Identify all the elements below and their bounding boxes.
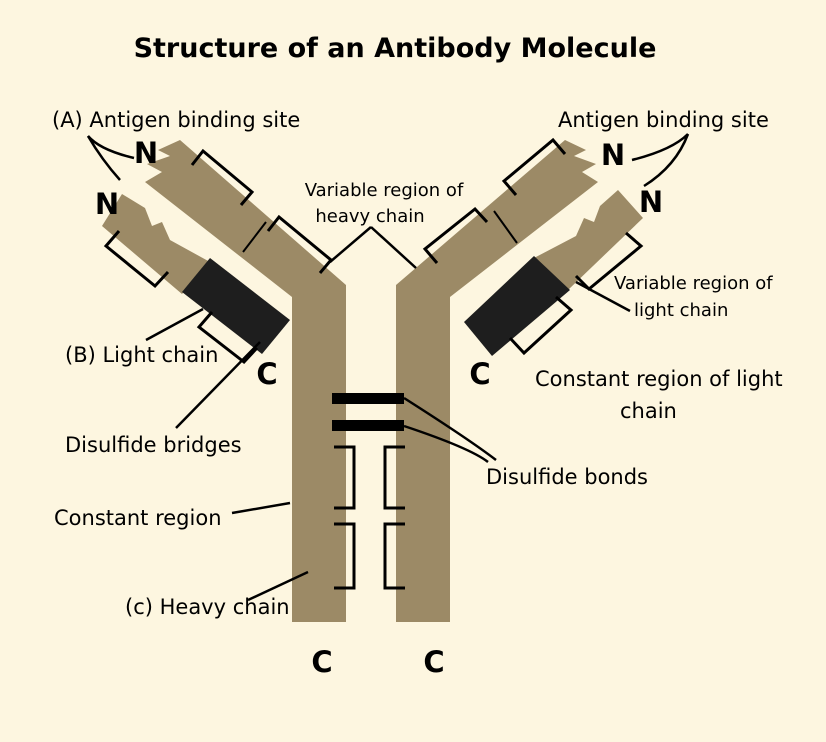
- heavy-chain-right-stem: [396, 285, 450, 622]
- heavy-chain-left-arm: [145, 140, 346, 297]
- c-terminus-left-light: C: [256, 357, 277, 391]
- disulfide-bond-2: [332, 420, 404, 431]
- n-terminus-left-light: N: [95, 187, 119, 221]
- leader-lines: [86, 133, 690, 602]
- heavy-chain-right-arm: [396, 140, 598, 297]
- label-antigen-binding-site-left: (A) Antigen binding site: [52, 108, 300, 132]
- c-terminus-left-heavy: C: [311, 645, 332, 679]
- constant-domain-brackets: [334, 445, 405, 590]
- region-boundaries: [242, 210, 518, 253]
- label-constant-region: Constant region: [54, 506, 222, 530]
- c-terminus-right-light: C: [469, 357, 490, 391]
- diagram-title: Structure of an Antibody Molecule: [134, 33, 657, 64]
- label-variable-heavy-line2: heavy chain: [315, 206, 424, 227]
- light-chain-left-variable: [102, 194, 210, 294]
- label-constant-light-line1: Constant region of light: [535, 367, 783, 391]
- label-variable-light-line1: Variable region of: [614, 273, 773, 294]
- arm-domain-brackets: [103, 137, 644, 365]
- label-constant-light-line2: chain: [620, 399, 677, 423]
- light-chain-left-constant: [182, 258, 290, 354]
- n-terminus-right-light: N: [639, 185, 663, 219]
- label-heavy-chain: (c) Heavy chain: [125, 595, 290, 619]
- disulfide-bond-1: [332, 393, 404, 404]
- heavy-chain-left-stem: [292, 285, 346, 622]
- label-variable-heavy-line1: Variable region of: [305, 180, 464, 201]
- n-terminus-right-heavy: N: [601, 138, 625, 172]
- label-light-chain: (B) Light chain: [65, 343, 218, 367]
- c-terminus-right-heavy: C: [423, 645, 444, 679]
- label-antigen-binding-site-right: Antigen binding site: [558, 108, 769, 132]
- light-chain-right-variable: [534, 190, 643, 290]
- light-chain-right-constant: [464, 256, 570, 356]
- n-terminus-left-heavy: N: [134, 136, 158, 170]
- label-disulfide-bonds: Disulfide bonds: [486, 465, 648, 489]
- label-variable-light-line2: light chain: [634, 300, 728, 321]
- label-disulfide-bridges: Disulfide bridges: [65, 433, 242, 457]
